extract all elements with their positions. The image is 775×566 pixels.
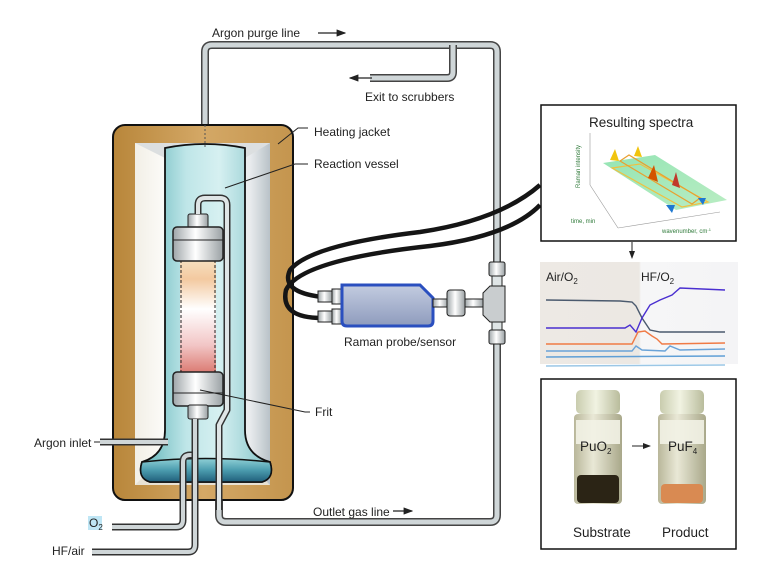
z-axis-label: Raman intensity (576, 145, 582, 188)
y-axis-label: time, min (571, 219, 595, 225)
tee-fitting (482, 261, 506, 345)
substrate-vial (574, 390, 622, 504)
o2-label-highlight (88, 516, 102, 530)
blue-trace-2 (545, 355, 726, 358)
product-vial (658, 390, 706, 504)
argon-inlet-label: Argon inlet (34, 436, 92, 450)
air-o2-label: Air/O2 (546, 270, 578, 286)
hf-air-inlet-label: HF/air (52, 544, 85, 558)
argon-purge-line-label: Argon purge line (212, 26, 300, 40)
purple-trace (546, 287, 726, 334)
blue-trace-1 (546, 345, 726, 352)
o2-inlet-pipe (112, 451, 195, 531)
reaction-vessel-label: Reaction vessel (314, 157, 399, 171)
argon-purge-line-pipe (201, 41, 501, 266)
x-axis-label: wavenumber, cm-1 (661, 227, 712, 235)
dark-gray-trace (545, 299, 725, 333)
substrate-caption: Substrate (573, 525, 631, 540)
internal-bypass-pipe (194, 194, 231, 510)
exit-to-scrubbers-label: Exit to scrubbers (365, 90, 454, 104)
o2-inlet-label: O2 (89, 516, 103, 532)
spectra-panel: Resulting spectra Raman intensity time, … (540, 104, 737, 242)
fiber-optic-cables (283, 183, 542, 321)
frit-label: Frit (315, 405, 333, 419)
heating-jacket-label: Heating jacket (314, 125, 391, 139)
leader-lines (94, 127, 635, 443)
puo2-label: PuO2 (580, 439, 612, 456)
frit-fitting (172, 371, 224, 420)
puf4-label: PuF4 (668, 439, 698, 456)
spectra-3d-surface (589, 133, 727, 229)
outlet-gas-line-pipe (215, 343, 501, 526)
outlet-gas-line-label: Outlet gas line (313, 505, 390, 519)
raman-probe-label: Raman probe/sensor (344, 335, 456, 349)
product-caption: Product (662, 525, 709, 540)
upper-fitting (172, 213, 224, 262)
light-blue-trace (545, 364, 726, 367)
trace-panel: Air/O2 HF/O2 (540, 262, 738, 367)
hf-o2-label: HF/O2 (641, 270, 675, 286)
sample-tube (180, 235, 216, 400)
raman-probe (317, 283, 484, 328)
hf-air-inlet-pipe (92, 419, 199, 556)
orange-trace (546, 330, 726, 345)
exit-to-scrubbers-pipe (370, 45, 457, 82)
vials-panel: PuO2 PuF4 Substrate Product (540, 378, 737, 550)
spectra-title: Resulting spectra (589, 115, 694, 130)
